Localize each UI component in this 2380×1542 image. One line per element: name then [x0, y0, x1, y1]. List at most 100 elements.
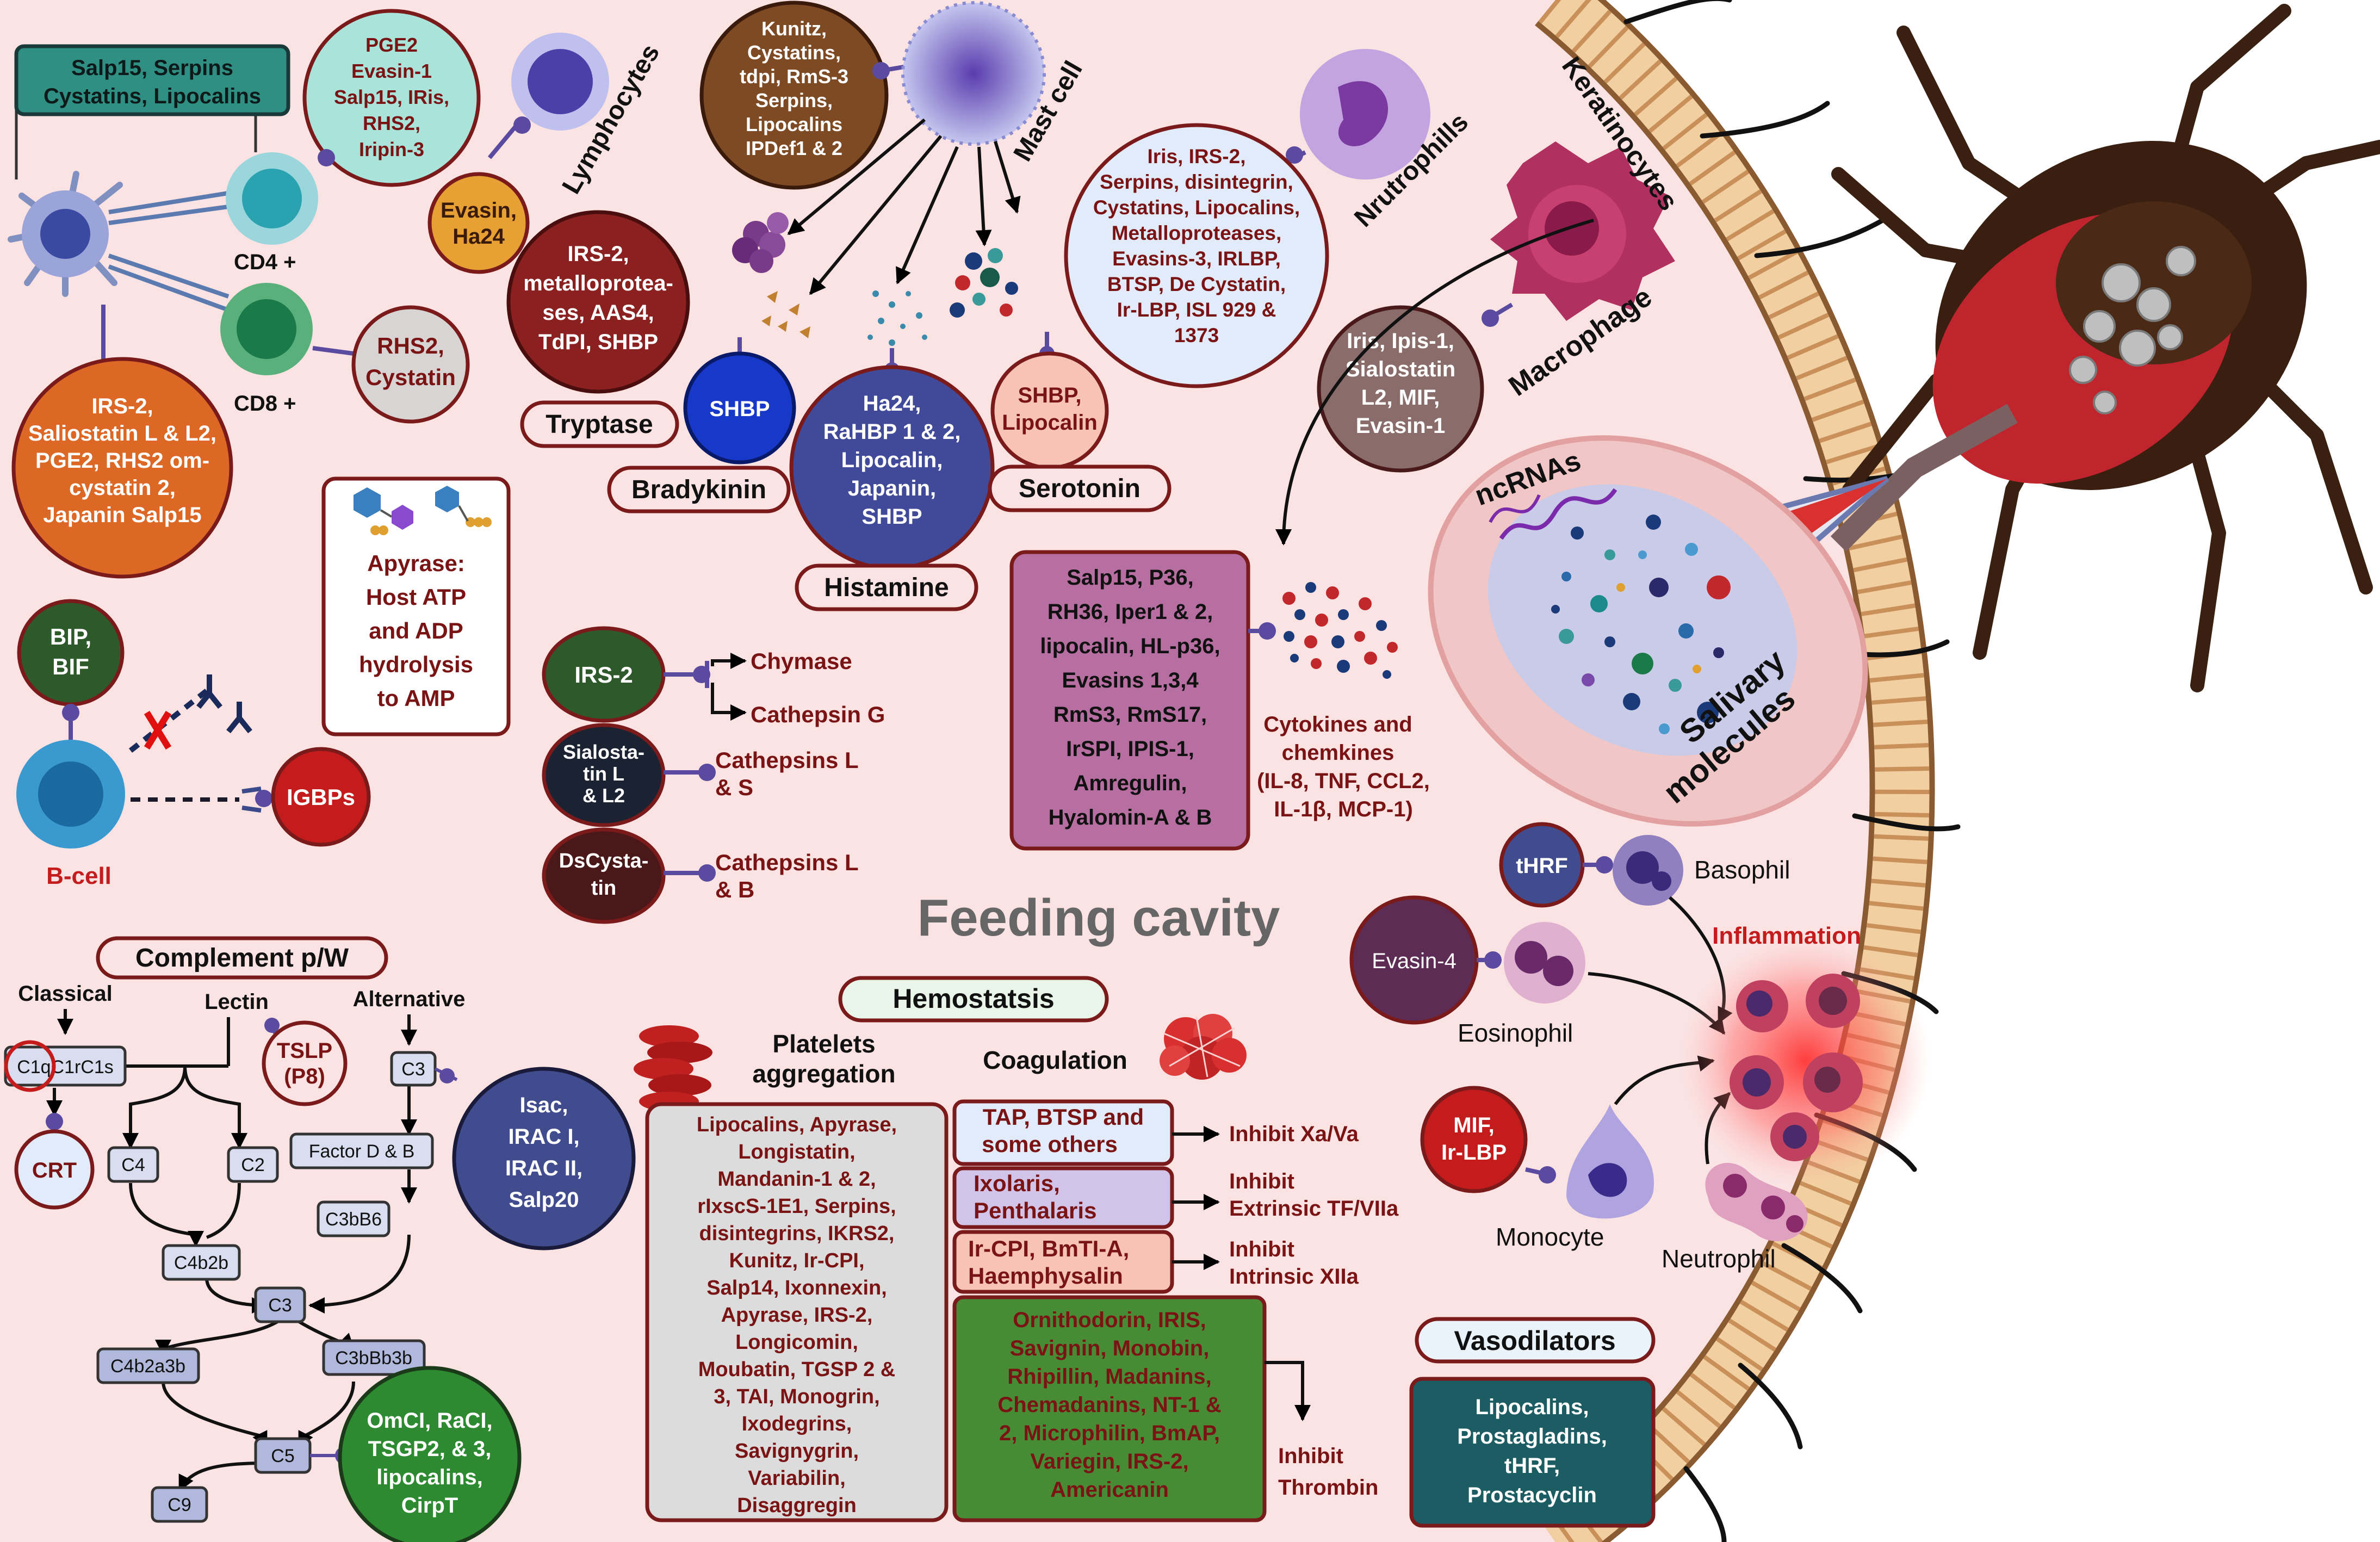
- irs2-cd8-line: Japanin Salp15: [43, 503, 201, 527]
- vasodilator-box: [1409, 1377, 1656, 1528]
- svg-text:C3bBb3b: C3bBb3b: [335, 1348, 412, 1368]
- cytokine-particles: [1282, 582, 1398, 679]
- cytokine-inh-line: RmS3, RmS17,: [1053, 703, 1207, 727]
- omci-line: CirpT: [401, 1494, 458, 1518]
- svg-text:Haemphysalin: Haemphysalin: [968, 1263, 1123, 1289]
- sialostatin-text: Sialosta-tin L& L2: [563, 741, 644, 807]
- kunitz-text: Kunitz,Cystatins,tdpi, RmS-3Serpins,Lipo…: [740, 17, 848, 159]
- svg-text:Salp15, Serpins: Salp15, Serpins: [71, 56, 233, 80]
- inflammation-label: Inflammation: [1712, 922, 1861, 949]
- svg-text:Complement p/W: Complement p/W: [135, 944, 349, 973]
- svg-text:BIP,: BIP,: [50, 624, 91, 649]
- sialostatin-line: & L2: [582, 784, 625, 807]
- svg-text:SHBP: SHBP: [709, 397, 770, 421]
- histamine-inhibitor-circle: [789, 348, 995, 571]
- c1q-box: C1qC1rC1s: [4, 1045, 127, 1087]
- apyrase-line: Host ATP: [366, 584, 466, 610]
- histamine-label: Histamine: [795, 563, 978, 611]
- dendritic-cell: [8, 171, 123, 297]
- bip-circle: BIP, BIF: [17, 599, 125, 740]
- svg-text:& B: & B: [715, 877, 754, 902]
- platelet-inh-line: rIxscS-1E1, Serpins,: [697, 1195, 896, 1218]
- inhibit-xii-label: Inhibit: [1229, 1237, 1294, 1261]
- c3bb6-box: C3bB6: [317, 1200, 391, 1237]
- isac-line: IRAC II,: [505, 1156, 582, 1180]
- svg-text:tHRF: tHRF: [1516, 854, 1568, 878]
- tick-illustration: [1657, 4, 2380, 692]
- tryptase-inh-line: metalloprotea-: [523, 271, 673, 295]
- tryptase-inhibitor-circle: [506, 210, 690, 394]
- kunitz-circle: [699, 1, 889, 190]
- platelet-inh-line: Lipocalins, Apyrase,: [697, 1113, 897, 1136]
- platelet-inhibitor-box: [645, 1102, 949, 1522]
- neutro-inh-line: Cystatins, Lipocalins,: [1093, 196, 1300, 219]
- platelet-inh-line: Kunitz, Ir-CPI,: [729, 1249, 864, 1272]
- kunitz-line: Kunitz,: [761, 17, 827, 40]
- basophil-cell: [1613, 835, 1683, 906]
- neutro-inh-line: Serpins, disintegrin,: [1100, 171, 1293, 193]
- svg-text:Tryptase: Tryptase: [546, 410, 653, 439]
- platelet-inh-line: Variabilin,: [748, 1467, 846, 1490]
- svg-text:SHBP,: SHBP,: [1018, 383, 1081, 407]
- neutrophil-top-cell: [1300, 49, 1430, 179]
- clot-icon: [1160, 1014, 1247, 1080]
- inhibit-xa-label: Inhibit Xa/Va: [1229, 1122, 1359, 1146]
- svg-text:BIF: BIF: [52, 654, 89, 679]
- svg-text:C4b2a3b: C4b2a3b: [110, 1356, 185, 1377]
- isac-line: IRAC I,: [508, 1125, 579, 1149]
- kunitz-line: Lipocalins: [746, 113, 842, 135]
- coagulation-label: Coagulation: [983, 1046, 1127, 1074]
- kunitz-line: Cystatins,: [747, 41, 841, 64]
- cathepsins-ls-label: Cathepsins L: [715, 747, 859, 773]
- c4-box: C4: [107, 1146, 159, 1183]
- thrombin-inh-line: Americanin: [1050, 1478, 1169, 1502]
- svg-text:Bradykinin: Bradykinin: [631, 475, 766, 504]
- macro-inh-line: L2, MIF,: [1361, 386, 1440, 410]
- monocyte-cell: [1566, 1104, 1654, 1219]
- monocyte-label: Monocyte: [1496, 1223, 1604, 1251]
- alternative-label: Alternative: [353, 987, 466, 1011]
- serotonin-inhibitor-circle: SHBP, Lipocalin: [990, 332, 1109, 470]
- svg-text:Ha24: Ha24: [453, 225, 505, 249]
- irs2-cd8-text: IRS-2,Saliostatin L & L2,PGE2, RHS2 om-c…: [28, 394, 216, 527]
- evasin-circle: Evasin, Ha24: [427, 172, 530, 274]
- histamine-inh-line: Ha24,: [863, 392, 921, 416]
- cytokine-inh-line: Amregulin,: [1074, 771, 1187, 795]
- feeding-cavity-label: Feeding cavity: [918, 889, 1280, 947]
- platelet-inh-line: 3, TAI, Monogrin,: [714, 1385, 879, 1408]
- svg-text:Vasodilators: Vasodilators: [1454, 1326, 1615, 1356]
- vaso-line: Lipocalins,: [1476, 1395, 1589, 1419]
- neutro-inh-line: Iris, IRS-2,: [1148, 145, 1246, 168]
- serotonin-label: Serotonin: [988, 465, 1172, 512]
- salp15-box: Salp15, Serpins Cystatins, Lipocalins: [14, 44, 290, 116]
- macrophage-inhibitor-circle: [1317, 305, 1484, 473]
- svg-text:Penthalaris: Penthalaris: [974, 1198, 1096, 1223]
- antibodies: [128, 674, 252, 753]
- apyrase-box: [321, 476, 511, 736]
- svg-text:MIF,: MIF,: [1453, 1113, 1495, 1137]
- kunitz-line: Serpins,: [755, 89, 833, 112]
- thrombin-inh-line: Savignin, Monobin,: [1010, 1336, 1210, 1360]
- irs2-dark-circle: IRS-2: [542, 626, 666, 723]
- platelet-inh-line: Apyrase, IRS-2,: [721, 1304, 873, 1327]
- svg-text:C3bB6: C3bB6: [325, 1209, 382, 1230]
- tryptase-inhibitor-text: IRS-2,metalloprotea-ses, AAS4,TdPI, SHBP: [523, 242, 673, 354]
- svg-text:C4: C4: [121, 1155, 145, 1175]
- lectin-label: Lectin: [204, 990, 269, 1014]
- vaso-line: tHRF,: [1504, 1454, 1560, 1478]
- irs2-cd8-line: cystatin 2,: [69, 476, 176, 500]
- cytokine-inh-line: RH36, Iper1 & 2,: [1048, 600, 1213, 624]
- dscystatin-circle: DsCysta- tin: [542, 827, 666, 924]
- omci-circle: [338, 1366, 522, 1542]
- cytokine-inh-line: Evasins 1,3,4: [1062, 668, 1199, 692]
- svg-text:Histamine: Histamine: [824, 573, 949, 602]
- svg-text:CRT: CRT: [32, 1159, 77, 1182]
- omci-text: OmCI, RaCI,TSGP2, & 3,lipocalins,CirpT: [367, 1409, 492, 1518]
- svg-text:C1qC1rC1s: C1qC1rC1s: [17, 1057, 114, 1077]
- tap-box: TAP, BTSP and some others: [952, 1099, 1174, 1166]
- neutro-inh-line: Evasins-3, IRLBP,: [1112, 247, 1281, 270]
- cd8-cell: [220, 283, 313, 375]
